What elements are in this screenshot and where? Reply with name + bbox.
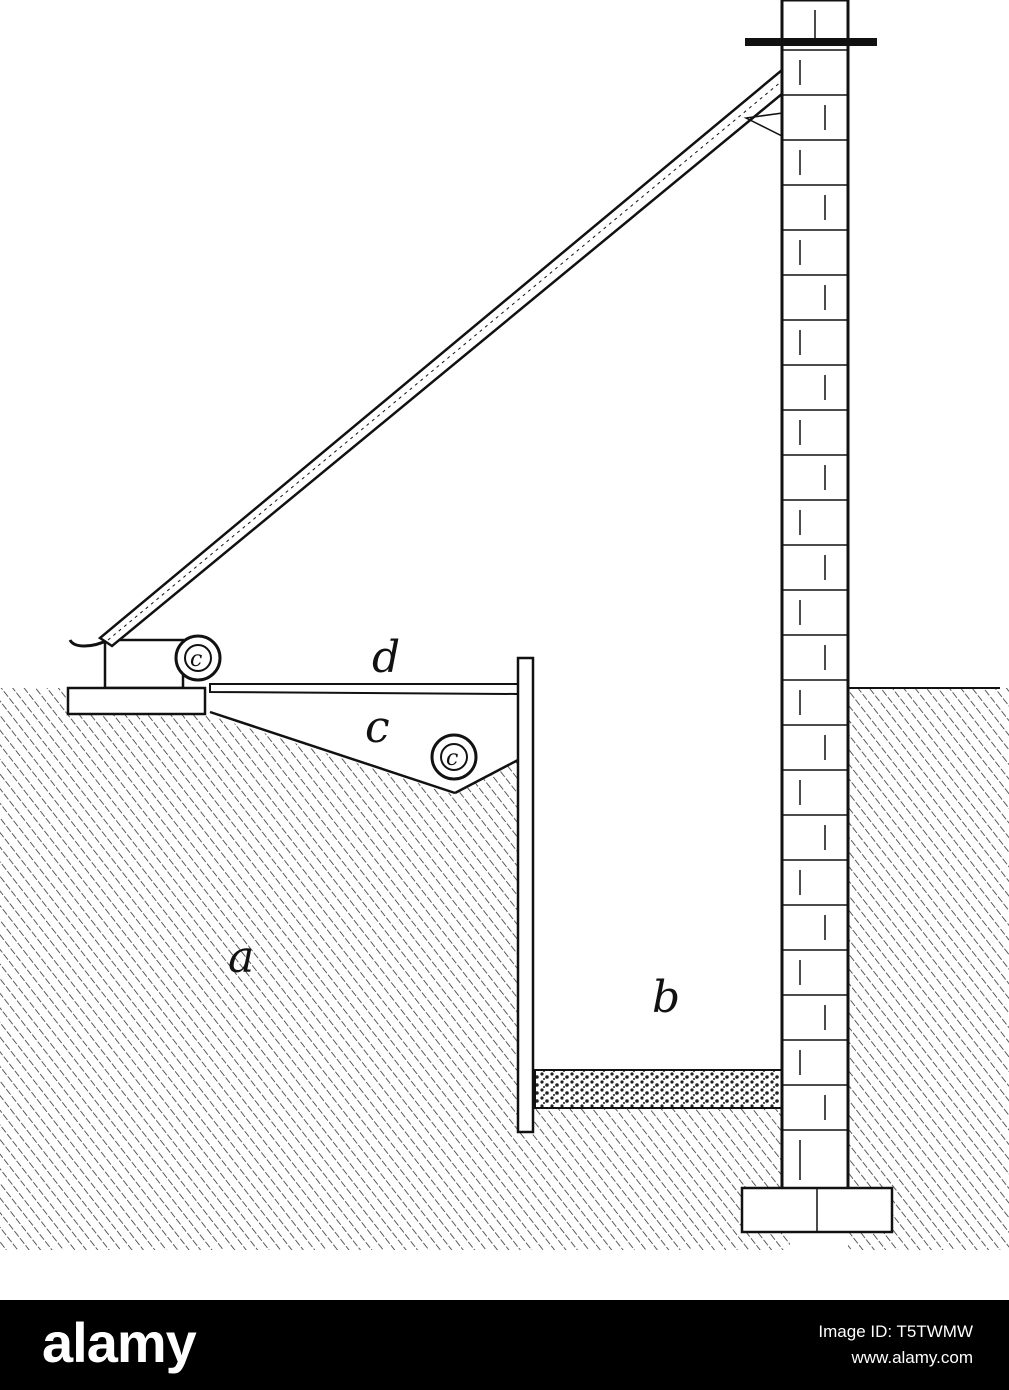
retaining-wall-diagram: c c (0, 0, 1009, 1250)
label-a: a (228, 932, 254, 983)
gravel-layer (534, 1069, 791, 1109)
label-c: c (365, 702, 390, 753)
stock-footer-bar (0, 1300, 1009, 1390)
brick-joints (782, 10, 848, 1180)
tie-rod-c (209, 710, 456, 795)
soil-left (0, 688, 518, 1250)
wall-top-crossbar (745, 38, 877, 46)
tie-rod-d (209, 683, 519, 696)
brand-logo: alamy (42, 1311, 197, 1374)
illustration-canvas: c c (0, 0, 1009, 1250)
image-id-text: Image ID: T5TWMW (818, 1322, 973, 1341)
soil-bottom (518, 1108, 790, 1250)
upper-roller-label: c (190, 647, 202, 672)
sheet-piling (516, 656, 535, 1134)
label-d: d (372, 632, 400, 683)
inclined-strut (97, 68, 796, 648)
site-url-text: www.alamy.com (851, 1348, 973, 1367)
brick-wall (780, 0, 850, 1192)
anchor-block (103, 638, 185, 690)
soil-right (848, 688, 1009, 1250)
anchor-base-plank (66, 686, 207, 716)
label-b: b (652, 972, 680, 1023)
lower-roller-label: c (446, 746, 458, 771)
